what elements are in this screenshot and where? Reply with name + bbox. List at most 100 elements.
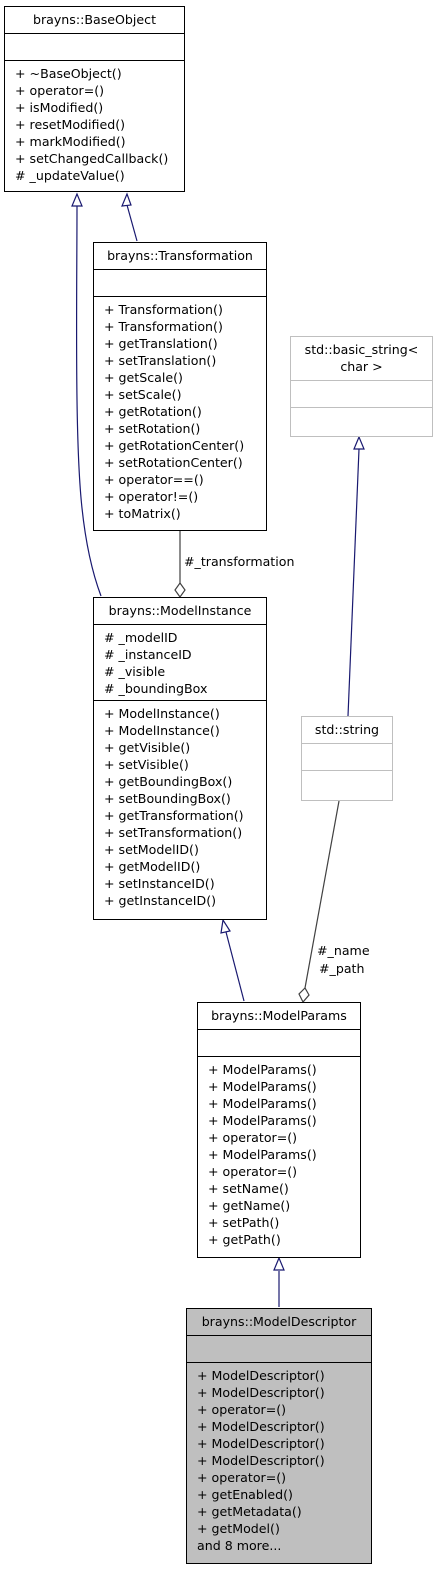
method-item: + ModelDescriptor(): [197, 1385, 325, 1400]
class-model-descriptor[interactable]: brayns::ModelDescriptor + ModelDescripto…: [186, 1308, 372, 1564]
assoc-diamond-transformation: [174, 581, 186, 599]
class-base-object[interactable]: brayns::BaseObject + ~BaseObject() + ope…: [4, 6, 185, 192]
method-item: + ModelInstance(): [104, 723, 220, 738]
method-item: + operator=(): [208, 1130, 298, 1145]
method-item: + getModelID(): [104, 859, 201, 874]
method-item: + setName(): [208, 1181, 289, 1196]
attribute-section: [94, 269, 266, 296]
method-item: + ~BaseObject(): [15, 66, 122, 81]
method-item: + setChangedCallback(): [15, 151, 169, 166]
method-item: + ModelDescriptor(): [197, 1368, 325, 1383]
class-title: std::basic_string< char >: [304, 342, 419, 374]
class-model-instance[interactable]: brayns::ModelInstance # _modelID # _inst…: [93, 597, 267, 920]
inherit-arrow-string-basic: [353, 435, 365, 450]
method-item: + toMatrix(): [104, 506, 181, 521]
attribute-item: # _boundingBox: [104, 681, 208, 696]
method-item: + setRotation(): [104, 421, 201, 436]
assoc-edge-string: [304, 800, 340, 989]
method-item: + ModelParams(): [208, 1096, 317, 1111]
attribute-section: [302, 743, 392, 770]
inherit-edge-string-basic: [347, 448, 360, 717]
inherit-arrow-instance-base: [71, 192, 83, 207]
attribute-section: # _modelID # _instanceID # _visible # _b…: [94, 624, 266, 700]
method-item: + ModelParams(): [208, 1147, 317, 1162]
method-item: + getTranslation(): [104, 336, 218, 351]
method-item: + operator=(): [208, 1164, 298, 1179]
more-methods-link[interactable]: and 8 more...: [197, 1538, 282, 1553]
method-item: + getTransformation(): [104, 808, 244, 823]
class-title: brayns::ModelInstance: [108, 603, 252, 618]
class-model-params[interactable]: brayns::ModelParams + ModelParams() + Mo…: [197, 1002, 361, 1258]
method-item: + getName(): [208, 1198, 291, 1213]
method-item: + Transformation(): [104, 302, 223, 317]
method-item: + markModified(): [15, 134, 126, 149]
method-item: + getPath(): [208, 1232, 281, 1247]
method-item: + getRotation(): [104, 404, 202, 419]
method-item: + setScale(): [104, 387, 182, 402]
method-item: + setBoundingBox(): [104, 791, 231, 806]
method-item: + operator=(): [15, 83, 105, 98]
class-title: brayns::Transformation: [107, 248, 253, 263]
attribute-section: [187, 1335, 371, 1362]
inherit-edge-params-instance: [225, 931, 245, 1002]
attribute-section: [198, 1029, 360, 1056]
method-section: [291, 407, 432, 434]
inherit-edge-transformation-base: [126, 204, 138, 242]
method-item: + getMetadata(): [197, 1504, 302, 1519]
method-item: + ModelParams(): [208, 1079, 317, 1094]
method-item: + getScale(): [104, 370, 183, 385]
attribute-section: [291, 380, 432, 407]
method-item: + setTranslation(): [104, 353, 217, 368]
method-item: + ModelDescriptor(): [197, 1436, 325, 1451]
edge-label-transformation: #_transformation: [184, 554, 295, 569]
class-std-string[interactable]: std::string: [301, 716, 393, 801]
method-item: + Transformation(): [104, 319, 223, 334]
method-item: + setPath(): [208, 1215, 280, 1230]
class-title: std::string: [314, 722, 380, 737]
method-section: [302, 770, 392, 797]
method-item: + resetModified(): [15, 117, 126, 132]
method-item: + ModelParams(): [208, 1113, 317, 1128]
method-item: # _updateValue(): [15, 168, 125, 183]
inherit-arrow-params-instance: [220, 918, 231, 934]
class-basic-string[interactable]: std::basic_string< char >: [290, 336, 433, 437]
method-item: + getModel(): [197, 1521, 280, 1536]
edge-label-path: #_path: [319, 961, 365, 976]
method-section: + ~BaseObject() + operator=() + isModifi…: [5, 60, 184, 187]
attribute-item: # _instanceID: [104, 647, 192, 662]
method-section: + ModelDescriptor() + ModelDescriptor() …: [187, 1362, 371, 1557]
class-transformation[interactable]: brayns::Transformation + Transformation(…: [93, 242, 267, 531]
method-item: + operator==(): [104, 472, 204, 487]
edge-label-name: #_name: [317, 943, 370, 958]
method-item: + ModelInstance(): [104, 706, 220, 721]
method-item: + setVisible(): [104, 757, 189, 772]
method-section: + ModelInstance() + ModelInstance() + ge…: [94, 700, 266, 912]
method-item: + ModelDescriptor(): [197, 1419, 325, 1434]
method-item: + operator=(): [197, 1470, 287, 1485]
class-title: brayns::BaseObject: [32, 12, 157, 27]
method-item: + getVisible(): [104, 740, 191, 755]
class-title: brayns::ModelDescriptor: [201, 1314, 357, 1329]
method-item: + setTransformation(): [104, 825, 243, 840]
inherit-edge-instance-base: [75, 204, 102, 597]
method-item: + getBoundingBox(): [104, 774, 233, 789]
method-item: + setInstanceID(): [104, 876, 215, 891]
method-item: + getRotationCenter(): [104, 438, 245, 453]
method-item: + operator!=(): [104, 489, 199, 504]
attribute-item: # _visible: [104, 664, 166, 679]
method-section: + ModelParams() + ModelParams() + ModelP…: [198, 1056, 360, 1251]
method-item: + isModified(): [15, 100, 104, 115]
assoc-diamond-string: [298, 987, 310, 1004]
method-item: + ModelDescriptor(): [197, 1453, 325, 1468]
method-item: + setRotationCenter(): [104, 455, 243, 470]
method-item: + getEnabled(): [197, 1487, 293, 1502]
attribute-section: [5, 33, 184, 60]
attribute-item: # _modelID: [104, 630, 178, 645]
class-title: brayns::ModelParams: [211, 1008, 347, 1023]
method-item: + setModelID(): [104, 842, 199, 857]
method-item: + ModelParams(): [208, 1062, 317, 1077]
method-item: + operator=(): [197, 1402, 287, 1417]
inherit-arrow-descriptor-params: [273, 1256, 285, 1271]
inherit-arrow-transformation-base: [121, 192, 132, 207]
